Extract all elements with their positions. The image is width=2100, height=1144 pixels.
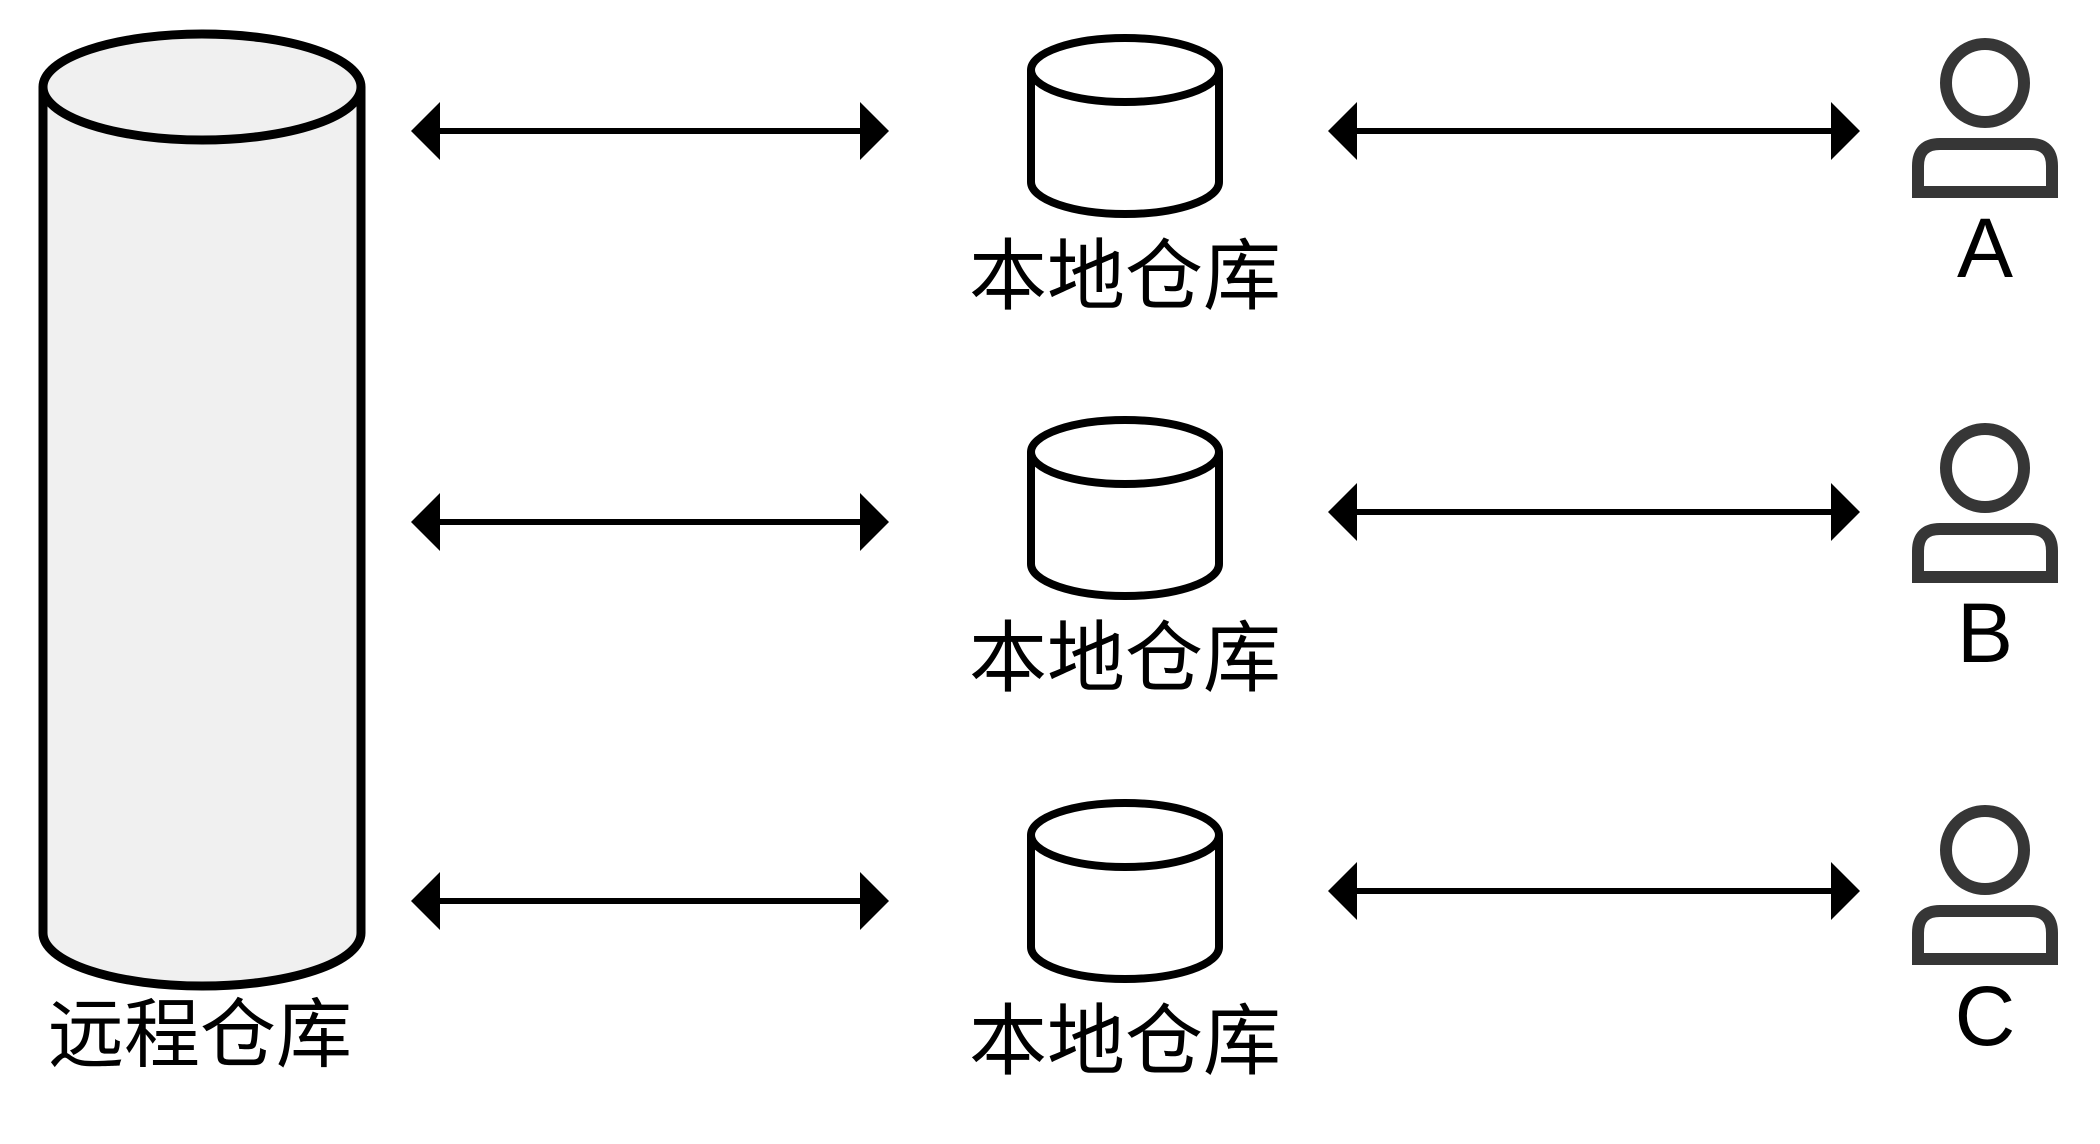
remote-repo-label: 远程仓库	[48, 993, 352, 1078]
user-icon-body	[1912, 905, 2058, 965]
double-arrow-local-user-3-icon	[1328, 862, 1860, 920]
double-arrow-remote-local-2-icon	[411, 493, 889, 551]
local-repo-cylinder-body	[1027, 452, 1223, 600]
local-repo-label-2: 本地仓库	[968, 614, 1281, 702]
local-repo-cylinder-body	[1027, 835, 1223, 983]
user-icon	[1912, 38, 2058, 198]
local-repo-cylinder-body	[1027, 70, 1223, 218]
local-repo-cylinder-3	[1027, 799, 1223, 983]
remote-repo-cylinder-body	[38, 87, 366, 991]
double-arrow-local-user-2-icon	[1328, 483, 1860, 541]
user-label-b: B	[1956, 586, 2014, 680]
user-icon	[1912, 805, 2058, 965]
user-icon-head	[1940, 38, 2030, 128]
user-icon-head	[1940, 805, 2030, 895]
user-icon-head	[1940, 423, 2030, 513]
user-icon-body	[1912, 523, 2058, 583]
remote-repo-cylinder-top	[38, 29, 366, 145]
user-icon	[1912, 423, 2058, 583]
double-arrow-local-user-1-icon	[1328, 102, 1860, 160]
user-icon-body	[1912, 138, 2058, 198]
local-repo-cylinder-top	[1027, 416, 1223, 488]
local-repo-label-3: 本地仓库	[968, 997, 1281, 1085]
local-repo-label-1: 本地仓库	[968, 232, 1281, 320]
user-label-a: A	[1956, 201, 2014, 295]
local-repo-cylinder-1	[1027, 34, 1223, 218]
local-repo-cylinder-2	[1027, 416, 1223, 600]
local-repo-cylinder-top	[1027, 799, 1223, 871]
remote-repo-cylinder	[38, 29, 366, 991]
double-arrow-remote-local-1-icon	[411, 102, 889, 160]
local-repo-cylinder-top	[1027, 34, 1223, 106]
user-label-c: C	[1954, 969, 2016, 1063]
double-arrow-remote-local-3-icon	[411, 872, 889, 930]
